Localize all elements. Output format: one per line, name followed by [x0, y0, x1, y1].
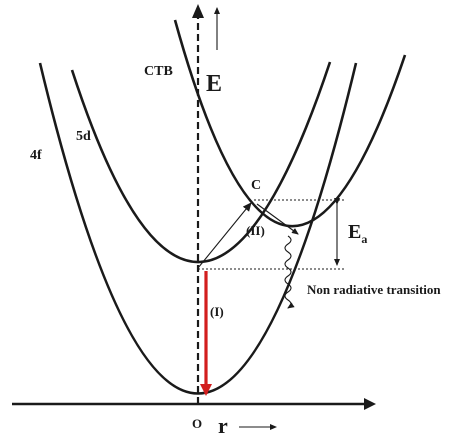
label-step-ii: (II) [246, 223, 265, 238]
nonradiative-wavy-line [284, 235, 295, 309]
curve-5d [70, 61, 332, 264]
label-ctb: CTB [144, 64, 173, 79]
excitation-arrow [197, 202, 252, 269]
label-origin: O [192, 416, 202, 431]
label-5d: 5d [76, 129, 91, 144]
r-axis-arrowhead [364, 398, 376, 410]
label-point-c: C [251, 178, 261, 193]
label-nonradiative: Non radiative transition [307, 282, 441, 297]
transition-ii-arrow [256, 203, 299, 235]
label-r: r [218, 413, 228, 438]
label-ea-subscript: a [361, 232, 367, 246]
label-energy: E [206, 71, 222, 97]
curve-ctb [173, 19, 407, 228]
curve-4f [38, 62, 358, 395]
label-ea: Ea [348, 221, 367, 246]
energy-axis-arrowhead [192, 4, 204, 18]
label-4f: 4f [30, 148, 42, 163]
label-step-i: (I) [210, 304, 224, 319]
